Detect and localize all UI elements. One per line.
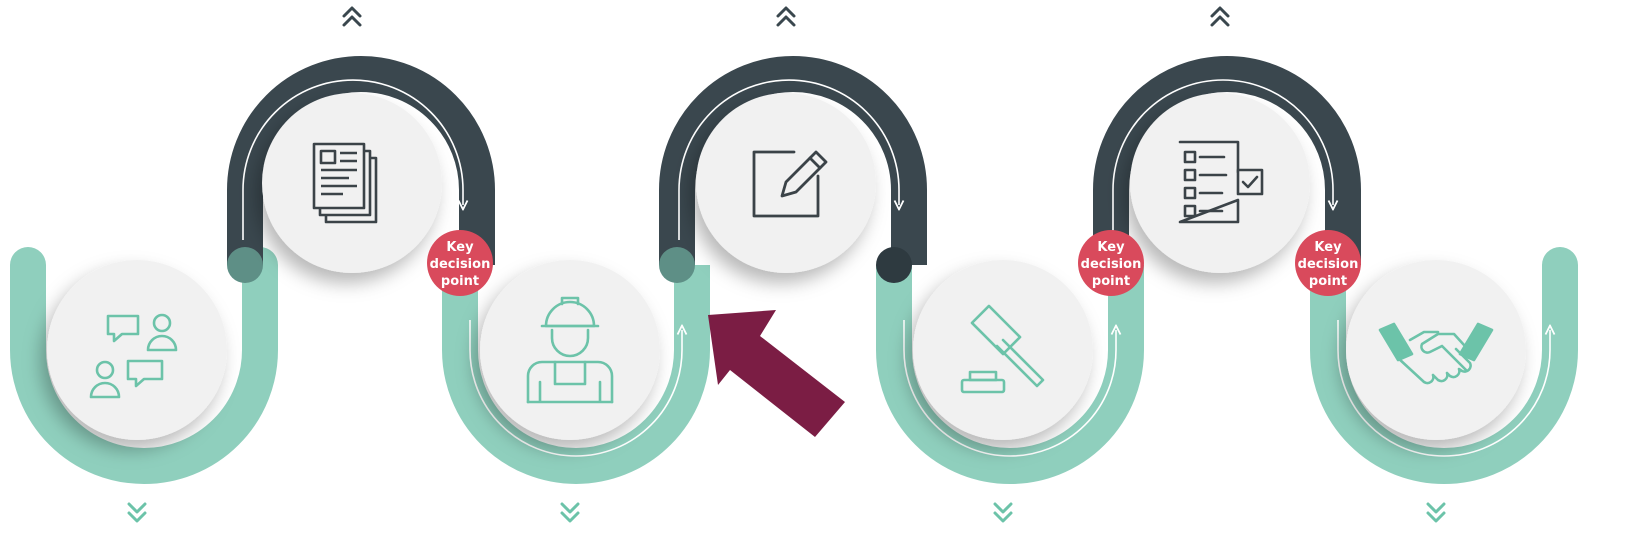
step-5 [913, 260, 1093, 440]
track-segment-teal-4 [1310, 247, 1578, 484]
chevron-up-icon [776, 6, 796, 27]
key-decision-badge: Key decision point [1078, 230, 1144, 296]
flow-track [9, 56, 1578, 484]
track-joint [227, 247, 263, 283]
step-discs [47, 93, 1526, 440]
track-segment-dark-2 [659, 56, 927, 265]
badge-line: decision [1298, 257, 1359, 272]
arrow-pointer-icon [708, 310, 845, 437]
track-segment-teal-3 [876, 265, 1144, 484]
flow-arrow-line [678, 79, 899, 240]
handshake-icon [1378, 322, 1494, 385]
track-joint [659, 247, 695, 283]
chevron-down-icon [1426, 502, 1446, 523]
flow-arrow-line [242, 79, 463, 240]
track-joint [876, 247, 912, 283]
track-segment-teal-1 [9, 247, 278, 484]
flow-arrow-line [1337, 320, 1550, 457]
flow-arrow-line [903, 320, 1116, 457]
track-segment-teal-2 [442, 265, 710, 484]
chevron-down-icon [560, 502, 580, 523]
chevrons [127, 6, 1446, 523]
edit-document-icon [752, 150, 828, 218]
step-6 [1130, 93, 1310, 273]
step-3 [480, 260, 660, 440]
badge-line: Key [446, 240, 474, 255]
people-chat-icon [89, 313, 178, 399]
construction-worker-icon [526, 296, 614, 404]
step-1 [47, 260, 227, 440]
badge-line: point [1309, 274, 1347, 289]
chevron-down-icon [993, 502, 1013, 523]
documents-icon [312, 142, 378, 224]
checklist-icon [1178, 140, 1264, 224]
chevron-down-icon [127, 502, 147, 523]
key-decision-badge: Key decision point [1295, 230, 1361, 296]
track-segment-dark-1 [227, 56, 495, 265]
badge-line: Key [1314, 240, 1342, 255]
track-segment-dark-3 [1093, 56, 1361, 265]
key-decision-badge: Key decision point [427, 230, 493, 296]
flow-arrow-line [469, 320, 682, 457]
badge-line: decision [1081, 257, 1142, 272]
badge-line: Key [1097, 240, 1125, 255]
badge-line: point [1092, 274, 1130, 289]
badge-line: decision [430, 257, 491, 272]
chevron-up-icon [342, 6, 362, 27]
badge-line: point [441, 274, 479, 289]
chevron-up-icon [1210, 6, 1230, 27]
flow-arrow-line [1112, 79, 1333, 240]
gavel-icon [960, 304, 1045, 394]
